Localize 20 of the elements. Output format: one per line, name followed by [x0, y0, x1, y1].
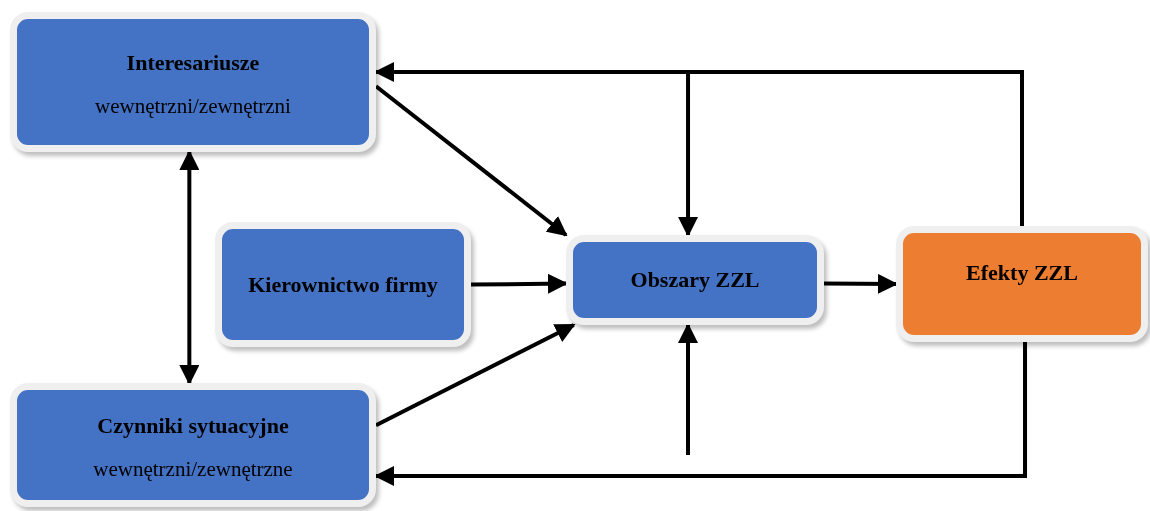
- process-box: [896, 226, 1148, 342]
- box-text: wewnętrzni/zewnętrzni: [95, 94, 291, 120]
- box-heading: Czynniki sytuacyjne: [97, 411, 289, 440]
- arrow: [824, 273, 898, 294]
- arrow: [374, 84, 568, 237]
- process-box: [215, 222, 471, 347]
- process-box: [10, 12, 376, 152]
- arrow: [179, 150, 200, 385]
- box-heading: Efekty ZZL: [966, 259, 1078, 287]
- box-heading: Kierownictwo firmy: [248, 270, 438, 299]
- arrow: [374, 342, 1027, 486]
- process-box: [10, 383, 376, 507]
- box-heading: Interesariusze: [126, 48, 260, 77]
- arrow: [678, 323, 699, 455]
- box-text: wewnętrzni/zewnętrzne: [93, 457, 293, 483]
- box-heading: Obszary ZZL: [630, 266, 760, 295]
- process-box: [566, 235, 824, 325]
- arrow: [375, 323, 576, 427]
- arrow: [678, 70, 1024, 237]
- arrow: [470, 273, 568, 294]
